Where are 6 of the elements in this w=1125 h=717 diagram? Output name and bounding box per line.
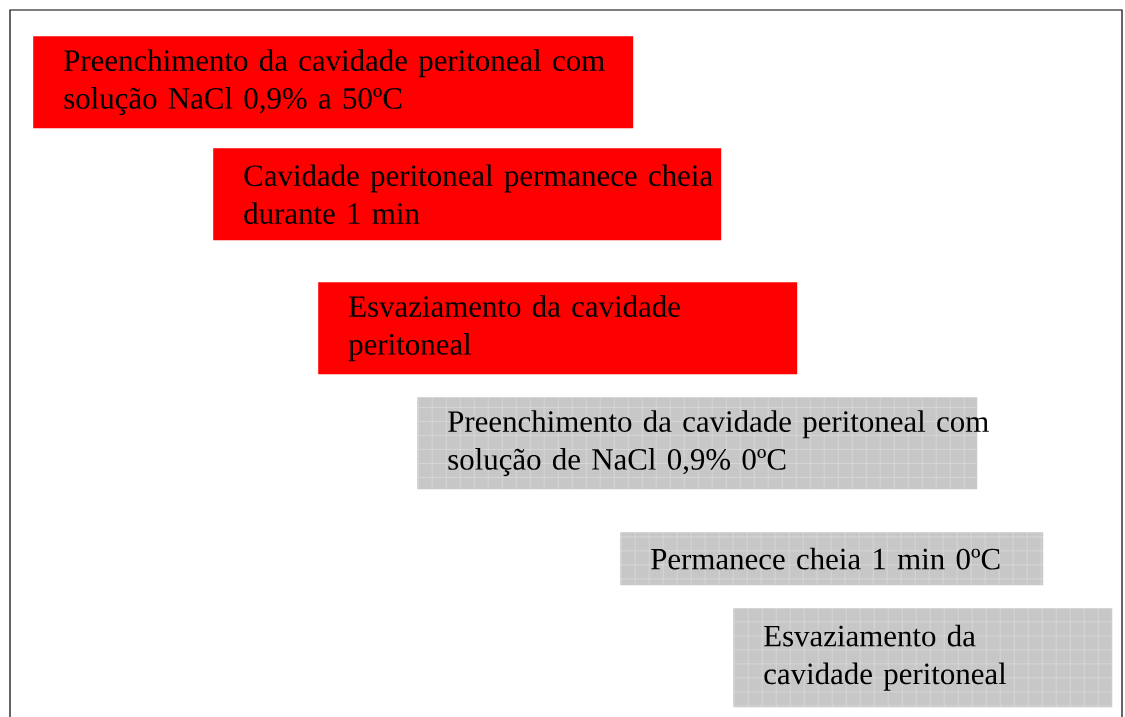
step-box: Preenchimento da cavidade peritoneal com solução de NaCl 0,9% 0ºC xyxy=(417,397,989,490)
step-box: Cavidade peritoneal permanece cheia durante 1 min xyxy=(213,148,722,241)
step-box: Esvaziamento da cavidade peritoneal xyxy=(318,282,798,375)
step-box: Permanece cheia 1 min 0ºC xyxy=(620,532,1044,586)
step-box: Preenchimento da cavidade peritoneal com solução NaCl 0,9% a 50ºC xyxy=(33,36,634,129)
step-box: Esvaziamento da cavidade peritoneal xyxy=(733,608,1113,708)
